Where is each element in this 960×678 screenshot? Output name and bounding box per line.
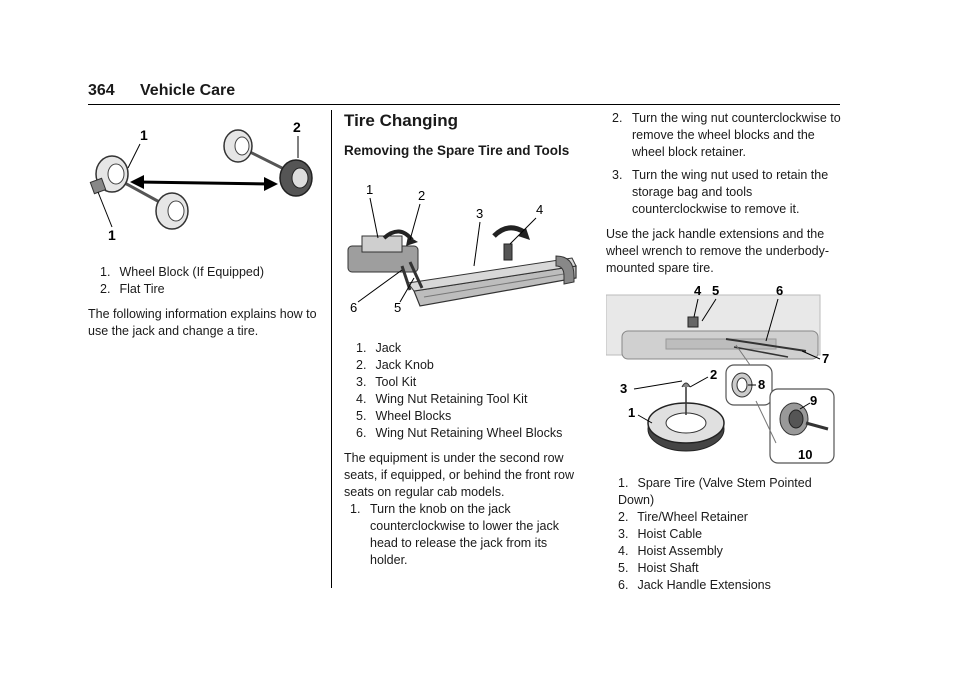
column-1: 1 2 1 1. Wheel Block (If Equipped) 2. Fl… — [88, 110, 320, 340]
callout-4: 4 — [694, 283, 702, 298]
callout-6: 6 — [776, 283, 783, 298]
callout-6: 6 — [350, 300, 357, 315]
wheel-block-figure: 1 2 1 — [89, 119, 313, 243]
jack-tools-figure: 1 2 3 4 6 5 — [347, 182, 577, 315]
list-item: 2. Flat Tire — [100, 282, 165, 296]
callout-3: 3 — [476, 206, 483, 221]
callout-2: 2 — [418, 188, 425, 203]
column-3: 2.Turn the wing nut counterclockwise to … — [606, 110, 842, 594]
list-item: 1. Wheel Block (If Equipped) — [100, 265, 264, 279]
list-item: 5. Wheel Blocks — [356, 409, 452, 423]
list-item: 4. Wing Nut Retaining Tool Kit — [356, 392, 528, 406]
callout-5: 5 — [712, 283, 719, 298]
list-item: 2. Jack Knob — [356, 358, 434, 372]
step-item: 1.Turn the knob on the jack counterclock… — [350, 502, 559, 567]
callout-2: 2 — [293, 119, 301, 135]
list-item: 6. Jack Handle Extensions — [618, 578, 771, 592]
list-item: 3. Tool Kit — [356, 375, 417, 389]
list-item: 3. Hoist Cable — [618, 527, 703, 541]
callout-2: 2 — [710, 367, 717, 382]
callout-9: 9 — [810, 393, 817, 408]
callout-1: 1 — [366, 182, 373, 197]
callout-3: 3 — [620, 381, 627, 396]
column-divider — [331, 110, 332, 588]
spare-removal-paragraph: Use the jack handle extensions and the w… — [606, 227, 830, 275]
section-title: Vehicle Care — [140, 82, 236, 99]
list-item: 4. Hoist Assembly — [618, 544, 723, 558]
step-item: 3.Turn the wing nut used to retain the s… — [612, 168, 829, 216]
callout-8: 8 — [758, 377, 765, 392]
list-item: 1. Spare Tire (Valve Stem Pointed Down) — [618, 476, 812, 507]
callout-1: 1 — [628, 405, 635, 420]
callout-1-top: 1 — [140, 127, 148, 143]
steps-list: 1.Turn the knob on the jack counterclock… — [344, 501, 580, 569]
callout-1-bottom: 1 — [108, 227, 116, 243]
tools-legend: 1. Jack 2. Jack Knob 3. Tool Kit 4. Wing… — [344, 340, 580, 442]
list-item: 1. Jack — [356, 341, 402, 355]
spare-tire-hoist-figure: 4 5 6 7 2 8 3 9 1 10 — [606, 283, 835, 464]
steps-list-continued: 2.Turn the wing nut counterclockwise to … — [606, 110, 842, 218]
figure1-legend: 1. Wheel Block (If Equipped) 2. Flat Tir… — [88, 264, 320, 298]
list-item: 5. Hoist Shaft — [618, 561, 699, 575]
column-2: Tire Changing Removing the Spare Tire an… — [344, 110, 580, 569]
callout-5: 5 — [394, 300, 401, 315]
callout-10: 10 — [798, 447, 812, 462]
tire-changing-heading: Tire Changing — [344, 111, 458, 130]
page-number: 364 — [88, 82, 115, 99]
list-item: 2. Tire/Wheel Retainer — [618, 510, 748, 524]
hoist-legend: 1. Spare Tire (Valve Stem Pointed Down) … — [606, 475, 842, 594]
page-header: 364 Vehicle Care — [88, 82, 840, 104]
removing-spare-subheading: Removing the Spare Tire and Tools — [344, 143, 570, 158]
callout-7: 7 — [822, 351, 829, 366]
step-item: 2.Turn the wing nut counterclockwise to … — [612, 111, 841, 159]
header-rule — [88, 104, 840, 105]
equipment-paragraph: The equipment is under the second row se… — [344, 451, 575, 499]
list-item: 6. Wing Nut Retaining Wheel Blocks — [356, 426, 563, 440]
callout-4: 4 — [536, 202, 543, 217]
intro-paragraph: The following information explains how t… — [88, 307, 317, 338]
